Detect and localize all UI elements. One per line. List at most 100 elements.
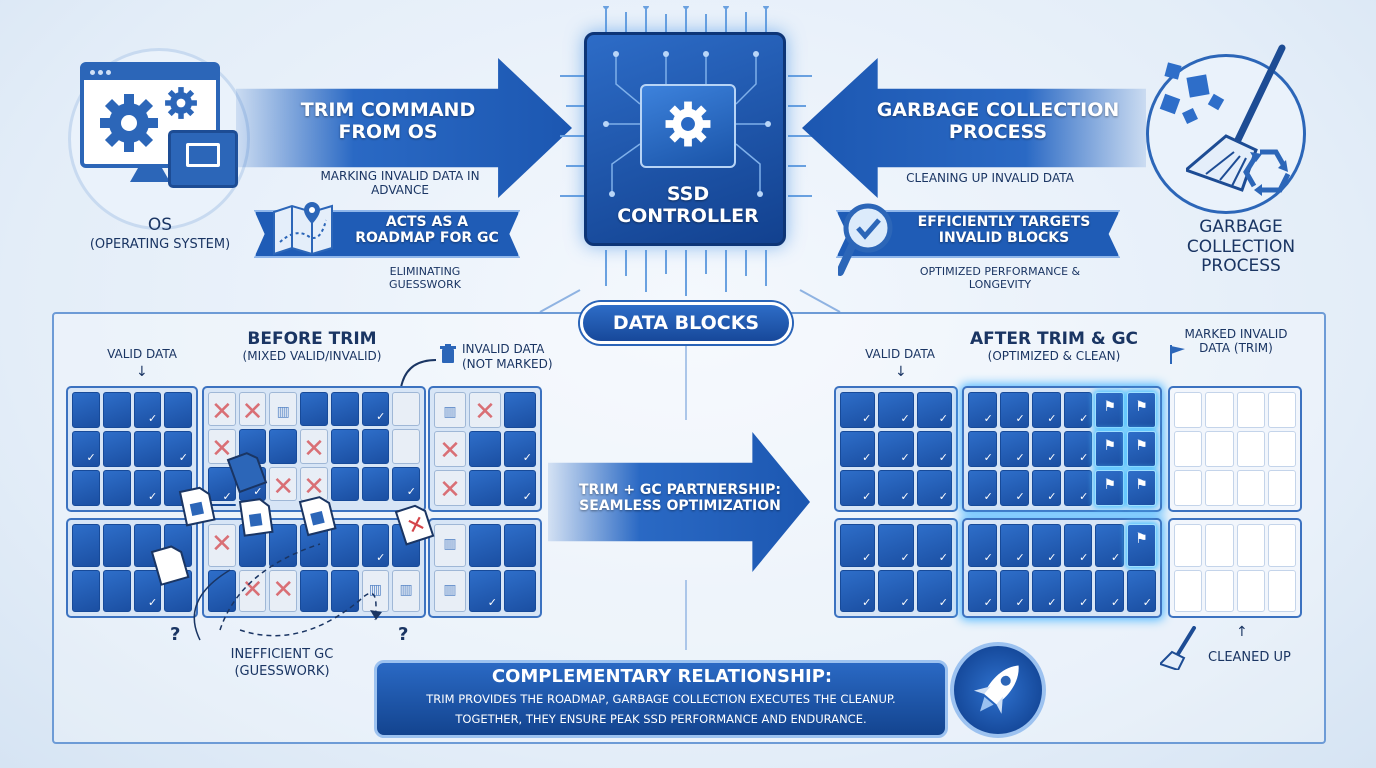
partnership-label: TRIM + GC PARTNERSHIP: SEAMLESS OPTIMIZA… bbox=[578, 482, 782, 515]
broom-icon bbox=[1186, 44, 1286, 192]
summary-line2: TOGETHER, THEY ENSURE PEAK SSD PERFORMAN… bbox=[455, 712, 867, 726]
valid-block-cell bbox=[102, 569, 131, 612]
valid-block-cell: ✓ bbox=[133, 569, 162, 612]
valid-block-cell: ✓ bbox=[72, 431, 100, 467]
valid-block-cell: ✓ bbox=[1031, 569, 1061, 612]
data-blocks-title: DATA BLOCKS bbox=[580, 302, 792, 344]
valid-block-cell: ✓ bbox=[164, 431, 192, 467]
empty-block-cell bbox=[1205, 431, 1234, 467]
magnifier-check-icon bbox=[838, 203, 893, 276]
valid-block-cell bbox=[504, 569, 536, 612]
valid-block-cell: ✓ bbox=[999, 569, 1029, 612]
empty-block-cell bbox=[1205, 470, 1234, 506]
valid-block-cell: ✓ bbox=[878, 470, 914, 506]
after-clean-block-group bbox=[1168, 518, 1302, 618]
before-trim-subtitle: (MIXED VALID/INVALID) bbox=[242, 349, 382, 363]
invalid-block-cell: ✕ bbox=[469, 392, 501, 428]
empty-block-cell bbox=[1267, 392, 1296, 428]
down-arrow-icon: ↓ bbox=[895, 364, 907, 380]
monitor-icon bbox=[80, 62, 220, 168]
before-trim-title: BEFORE TRIM bbox=[247, 329, 377, 349]
invalid-block-cell: ✕ bbox=[434, 470, 466, 506]
valid-block-cell bbox=[102, 470, 131, 506]
invalid-block-cell: ✕ bbox=[300, 429, 328, 464]
os-title: OS bbox=[147, 215, 173, 235]
valid-block-cell: ✓ bbox=[133, 470, 162, 506]
valid-block-cell: ✓ bbox=[916, 569, 952, 612]
ssd-controller-label: SSD CONTROLLER bbox=[617, 183, 759, 227]
valid-block-cell: ✓ bbox=[1095, 524, 1125, 567]
valid-block-cell bbox=[102, 524, 131, 567]
valid-block-cell bbox=[300, 392, 328, 427]
valid-block-cell: ✓ bbox=[1063, 431, 1093, 467]
valid-block-cell: ✓ bbox=[840, 392, 876, 428]
valid-block-cell: ✓ bbox=[878, 431, 914, 467]
valid-block-cell: ✓ bbox=[1031, 431, 1061, 467]
rocket-icon-background bbox=[950, 642, 1046, 738]
valid-block-cell bbox=[102, 392, 131, 428]
invalid-block-cell: ✕ bbox=[208, 392, 236, 427]
small-broom-icon bbox=[1160, 626, 1196, 670]
valid-block-cell bbox=[469, 470, 501, 506]
question-mark-right: ? bbox=[398, 624, 409, 645]
trim-command-label: TRIM COMMAND FROM OS bbox=[300, 99, 476, 143]
marked-block-cell: ⚑ bbox=[1127, 470, 1156, 506]
valid-block-cell: ✓ bbox=[1031, 524, 1061, 567]
valid-block-cell bbox=[330, 392, 359, 427]
invalid-block-cell: ✕ bbox=[238, 392, 267, 427]
roadmap-caption: ELIMINATING GUESSWORK bbox=[389, 265, 461, 291]
marked-block-cell: ⚑ bbox=[1127, 524, 1156, 567]
empty-block-cell bbox=[1174, 431, 1203, 467]
after-trim-title: AFTER TRIM & GC bbox=[969, 329, 1138, 349]
after-block-group: ✓✓✓✓✓✓ bbox=[834, 518, 958, 618]
valid-block-cell: ✓ bbox=[1063, 524, 1093, 567]
flag-icon bbox=[1170, 345, 1185, 364]
valid-block-cell bbox=[330, 429, 359, 464]
empty-block-cell bbox=[1236, 524, 1265, 567]
summary-line1: TRIM PROVIDES THE ROADMAP, GARBAGE COLLE… bbox=[426, 692, 896, 706]
empty-block-cell bbox=[1205, 524, 1234, 567]
invalid-block-cell: ▥ bbox=[392, 569, 420, 612]
valid-block-cell bbox=[72, 470, 100, 506]
after-block-group: ✓✓✓✓⚑⚑✓✓✓✓⚑⚑✓✓✓✓⚑⚑ bbox=[962, 386, 1162, 512]
valid-block-cell: ✓ bbox=[133, 392, 162, 428]
rocket-icon bbox=[973, 665, 1019, 714]
valid-block-cell bbox=[469, 431, 501, 467]
circuit-traces bbox=[603, 51, 771, 197]
valid-block-cell bbox=[208, 466, 236, 501]
valid-block-cell bbox=[300, 569, 328, 612]
invalid-block-cell: ▥ bbox=[361, 569, 390, 612]
valid-block-cell: ✓ bbox=[392, 466, 420, 501]
valid-block-cell: ✓ bbox=[968, 524, 997, 567]
empty-block-cell bbox=[1174, 392, 1203, 428]
valid-block-cell bbox=[269, 524, 298, 567]
valid-block-cell: ✓ bbox=[1063, 392, 1093, 428]
valid-block-cell: ✓ bbox=[1031, 392, 1061, 428]
invalid-block-cell bbox=[392, 429, 420, 464]
marked-block-cell: ⚑ bbox=[1095, 470, 1125, 506]
empty-block-cell bbox=[1205, 392, 1234, 428]
valid-block-cell bbox=[164, 392, 192, 428]
targets-label: EFFICIENTLY TARGETS INVALID BLOCKS bbox=[917, 214, 1091, 247]
valid-block-cell: ✓ bbox=[1095, 569, 1125, 612]
valid-block-cell: ✓ bbox=[968, 392, 997, 428]
valid-block-cell: ✓ bbox=[999, 392, 1029, 428]
valid-block-cell bbox=[72, 569, 100, 612]
valid-block-cell: ✓ bbox=[999, 470, 1029, 506]
small-gear-icon bbox=[165, 87, 197, 119]
valid-block-cell bbox=[102, 431, 131, 467]
valid-block-cell: ✓ bbox=[999, 524, 1029, 567]
invalid-block-cell: ▥ bbox=[434, 392, 466, 428]
valid-block-cell: ✓ bbox=[840, 569, 876, 612]
valid-block-cell: ✓ bbox=[878, 569, 914, 612]
valid-block-cell: ✓ bbox=[1127, 569, 1156, 612]
after-valid-label: VALID DATA bbox=[865, 347, 935, 361]
marked-invalid-label: MARKED INVALID DATA (TRIM) bbox=[1184, 327, 1288, 355]
before-block-group: ▥✕✕✓✕✓ bbox=[428, 386, 542, 512]
valid-block-cell: ✓ bbox=[361, 392, 390, 427]
os-subtitle: (OPERATING SYSTEM) bbox=[89, 237, 231, 252]
valid-block-cell: ✓ bbox=[916, 431, 952, 467]
valid-block-cell: ✓ bbox=[361, 524, 390, 567]
valid-block-cell: ✓ bbox=[968, 569, 997, 612]
valid-block-cell bbox=[361, 429, 390, 464]
